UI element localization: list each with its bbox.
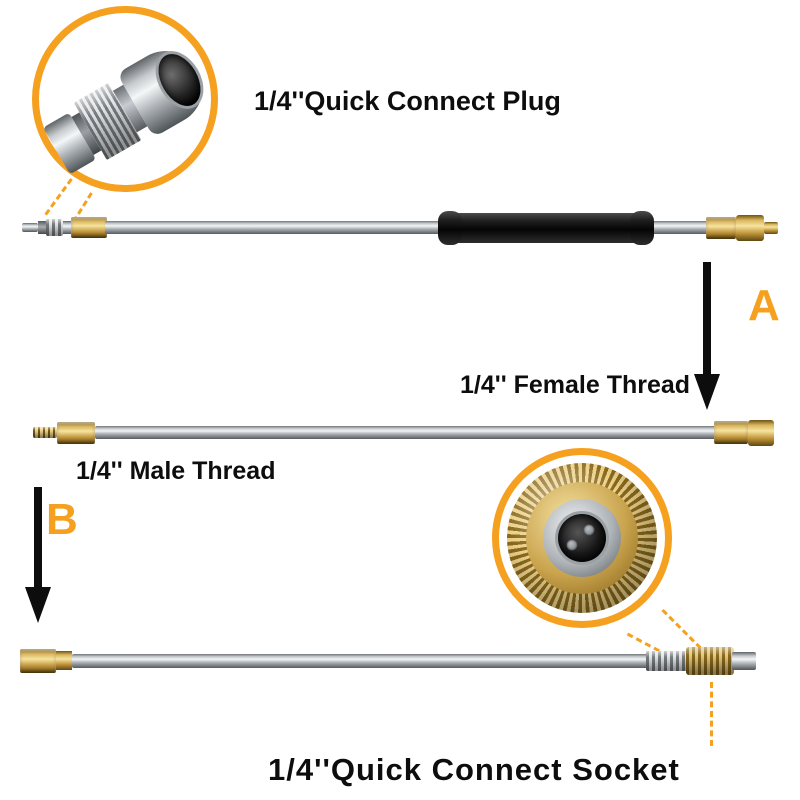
socket-bore xyxy=(558,514,606,562)
plug-tip xyxy=(22,223,38,232)
plug-label: 1/4''Quick Connect Plug xyxy=(254,86,561,116)
arrow-b-label: B xyxy=(46,495,78,544)
socket-label: 1/4''Quick Connect Socket xyxy=(268,752,680,787)
socket-steel-collar xyxy=(646,651,688,671)
male-thread-tip xyxy=(33,427,57,438)
female-thread-coupler xyxy=(736,215,764,241)
socket-brass-knurl xyxy=(686,647,734,675)
quick-connect-plug-zoom-photo xyxy=(33,24,229,191)
brass-hex-nut xyxy=(71,217,107,238)
female-thread-coupler xyxy=(748,420,774,446)
plug-collar xyxy=(63,221,71,234)
female-thread-label: 1/4'' Female Thread xyxy=(460,371,691,399)
arrow-b-down-icon xyxy=(25,487,51,623)
plug-groove xyxy=(38,221,46,234)
wand-middle-male-thread xyxy=(20,415,780,455)
socket-steel-end xyxy=(732,652,756,670)
callout-leader-line xyxy=(710,682,713,746)
brass-hex-nut xyxy=(706,217,736,239)
quick-connect-socket-zoom-photo xyxy=(499,455,665,621)
brass-hex-nut xyxy=(20,649,56,673)
wand-bottom-quick-connect-socket xyxy=(18,640,780,686)
socket-pin xyxy=(566,539,578,551)
brass-collar xyxy=(56,651,72,670)
wand-top-quick-connect-plug xyxy=(20,208,780,252)
arrow-a-label: A xyxy=(748,281,780,330)
arrow-a-down-icon xyxy=(694,262,720,410)
steel-rod xyxy=(95,426,716,439)
brass-hex-nut xyxy=(57,422,95,444)
socket-pin xyxy=(583,524,595,536)
plug-zoom-circle xyxy=(32,6,218,192)
rubber-grip xyxy=(438,211,654,245)
male-thread-label: 1/4'' Male Thread xyxy=(76,457,276,485)
plug-bore xyxy=(149,46,210,114)
socket-zoom-circle xyxy=(492,448,672,628)
brass-hex-nut xyxy=(714,421,748,444)
steel-rod xyxy=(72,654,648,668)
thread-tip xyxy=(764,222,778,234)
plug-ribs xyxy=(46,219,63,236)
